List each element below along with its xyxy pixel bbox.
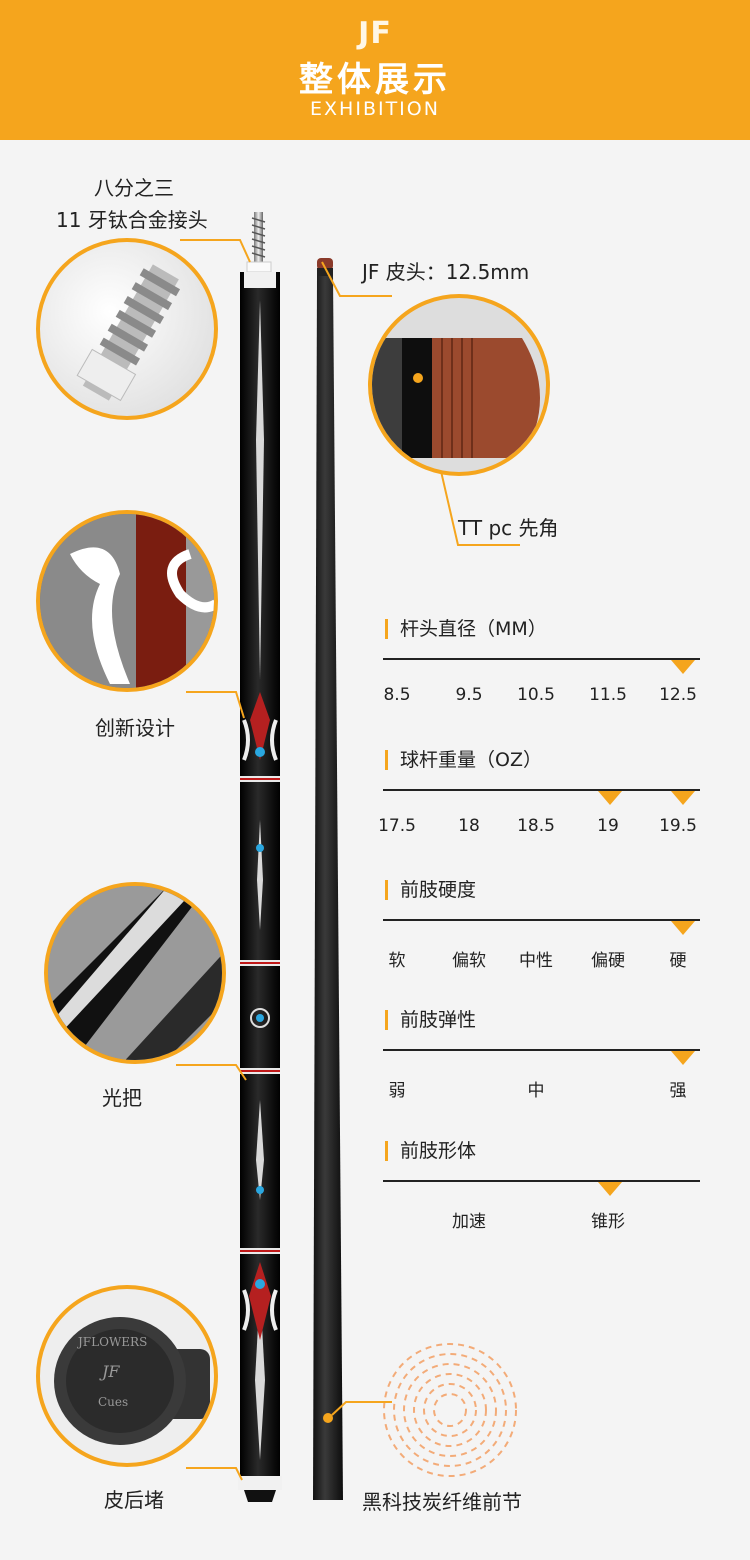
shaft-tip xyxy=(317,258,333,270)
spec-scale-elasticity xyxy=(383,1049,700,1051)
spec-tick: 9.5 xyxy=(455,685,483,705)
bumper-detail-circle xyxy=(36,1285,218,1467)
grip-detail-circle xyxy=(44,882,226,1064)
spec-tick: 18.5 xyxy=(517,816,555,836)
spec-tick: 8.5 xyxy=(383,685,411,705)
joint-thread-icon xyxy=(76,264,181,402)
spec-tick: 10.5 xyxy=(517,685,555,705)
spec-tick: 19 xyxy=(597,816,619,836)
spec-tick: 弱 xyxy=(388,1081,406,1101)
spec-tick: 中性 xyxy=(519,951,553,971)
spec-title-elasticity: 前肢弹性 xyxy=(385,1010,476,1030)
spec-tick: 偏软 xyxy=(452,951,486,971)
joint-label-line2: 11 牙钛合金接头 xyxy=(56,208,208,232)
ferrule-label: TT pc 先角 xyxy=(458,516,559,540)
spec-marker xyxy=(671,921,695,935)
spec-marker xyxy=(671,791,695,805)
bumper-logo-text: JF xyxy=(102,1362,120,1381)
carbon-fiber-graphic xyxy=(383,1343,517,1477)
spec-tick: 11.5 xyxy=(589,685,627,705)
spec-title-tip-diameter: 杆头直径（MM） xyxy=(385,619,547,639)
tip-leather-icon xyxy=(372,338,540,458)
tip-callout-dot xyxy=(413,373,423,383)
design-inlay-icon xyxy=(40,514,214,688)
spec-marker xyxy=(671,1051,695,1065)
spec-tick: 偏硬 xyxy=(591,951,625,971)
spec-tick: 锥形 xyxy=(591,1212,625,1232)
spec-tick: 12.5 xyxy=(659,685,697,705)
spec-tick: 19.5 xyxy=(659,816,697,836)
bumper-image xyxy=(54,1317,210,1445)
spec-scale-hardness xyxy=(383,919,700,921)
spec-scale-tip-diameter xyxy=(383,658,700,660)
header-banner: JF 整体展示 EXHIBITION xyxy=(0,0,750,140)
shaft-label: 黑科技炭纤维前节 xyxy=(362,1490,522,1514)
page-title: 整体展示 xyxy=(299,60,451,100)
shaft-body xyxy=(313,276,343,1500)
grip-wrap-icon xyxy=(48,886,222,1060)
page-subtitle: EXHIBITION xyxy=(310,98,440,120)
design-detail-circle xyxy=(36,510,218,692)
bumper-cues-text: Cues xyxy=(98,1395,129,1409)
design-label: 创新设计 xyxy=(95,716,175,740)
joint-label-line1: 八分之三 xyxy=(94,176,174,200)
spec-title-weight: 球杆重量（OZ） xyxy=(385,750,542,770)
tip-detail-circle xyxy=(368,294,550,476)
spec-tick: 强 xyxy=(669,1081,687,1101)
tip-label: JF 皮头：12.5mm xyxy=(362,260,530,284)
spec-marker xyxy=(598,1182,622,1196)
spec-tick: 硬 xyxy=(669,951,687,971)
bumper-label: 皮后堵 xyxy=(104,1488,164,1512)
spec-tick: 软 xyxy=(388,951,406,971)
grip-label: 光把 xyxy=(102,1086,142,1110)
spec-tick: 加速 xyxy=(452,1212,486,1232)
spec-title-taper: 前肢形体 xyxy=(385,1141,476,1161)
joint-pin xyxy=(246,212,272,273)
spec-marker xyxy=(671,660,695,674)
spec-scale-weight xyxy=(383,789,700,791)
spec-marker xyxy=(598,791,622,805)
spec-tick: 中 xyxy=(527,1081,545,1101)
spec-title-hardness: 前肢硬度 xyxy=(385,880,476,900)
spec-tick: 17.5 xyxy=(378,816,416,836)
bumper-brand-text: JFLOWERS xyxy=(78,1335,148,1349)
brand-text: JF xyxy=(358,16,392,51)
spec-tick: 18 xyxy=(458,816,480,836)
joint-detail-circle xyxy=(36,238,218,420)
spec-scale-taper xyxy=(383,1180,700,1182)
